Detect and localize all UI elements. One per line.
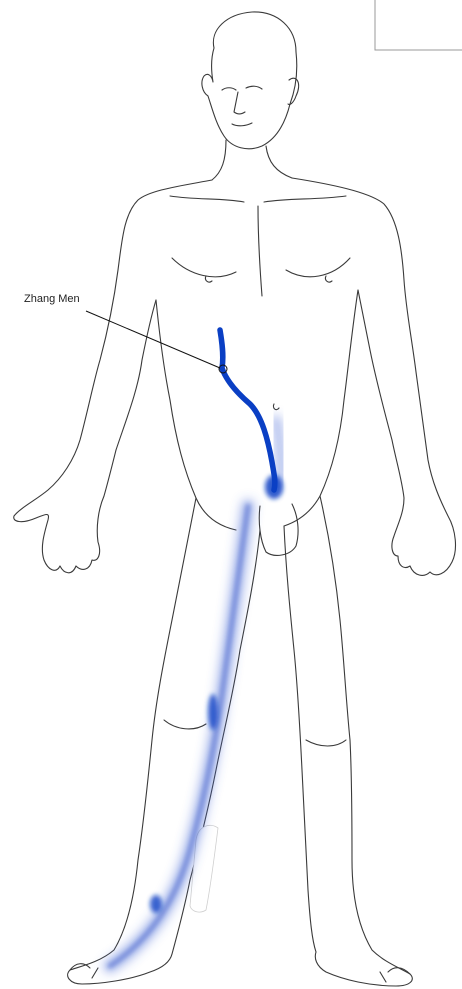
torso-left <box>156 300 236 530</box>
mouth <box>232 123 252 126</box>
shoulder-left <box>14 180 212 573</box>
arm-left-inner <box>116 300 156 450</box>
neck-right <box>266 146 292 178</box>
body-outline <box>14 12 456 986</box>
knee-right <box>306 740 346 746</box>
frame-corner <box>375 0 462 50</box>
pectoral-right <box>286 258 350 277</box>
eye-right <box>246 86 262 89</box>
knee-left <box>164 720 206 729</box>
clavicle-right <box>264 196 346 202</box>
eye-left <box>222 88 236 90</box>
torso-right <box>284 290 358 526</box>
meridian-spot-ankle <box>150 895 162 913</box>
toes-right <box>380 968 410 982</box>
meridian-line <box>220 330 275 490</box>
pectoral-left <box>172 258 236 277</box>
meridian-spot-thigh <box>208 694 218 730</box>
clavicle-left <box>170 196 244 202</box>
head-outline <box>202 12 297 149</box>
arm-right-inner <box>358 290 392 440</box>
leader-line <box>86 311 220 368</box>
navel <box>273 404 279 410</box>
nose <box>234 92 245 114</box>
leg-left-outer <box>68 498 196 984</box>
neck-left <box>212 140 226 180</box>
point-label: Zhang Men <box>24 293 80 305</box>
genital-outline <box>259 504 298 555</box>
leg-right-inner <box>284 526 316 952</box>
nipple-right <box>325 276 332 282</box>
leg-right-outer <box>315 496 412 986</box>
sternum-line <box>258 206 262 296</box>
shoulder-right <box>292 178 455 575</box>
meridian-diffuse <box>110 506 248 966</box>
